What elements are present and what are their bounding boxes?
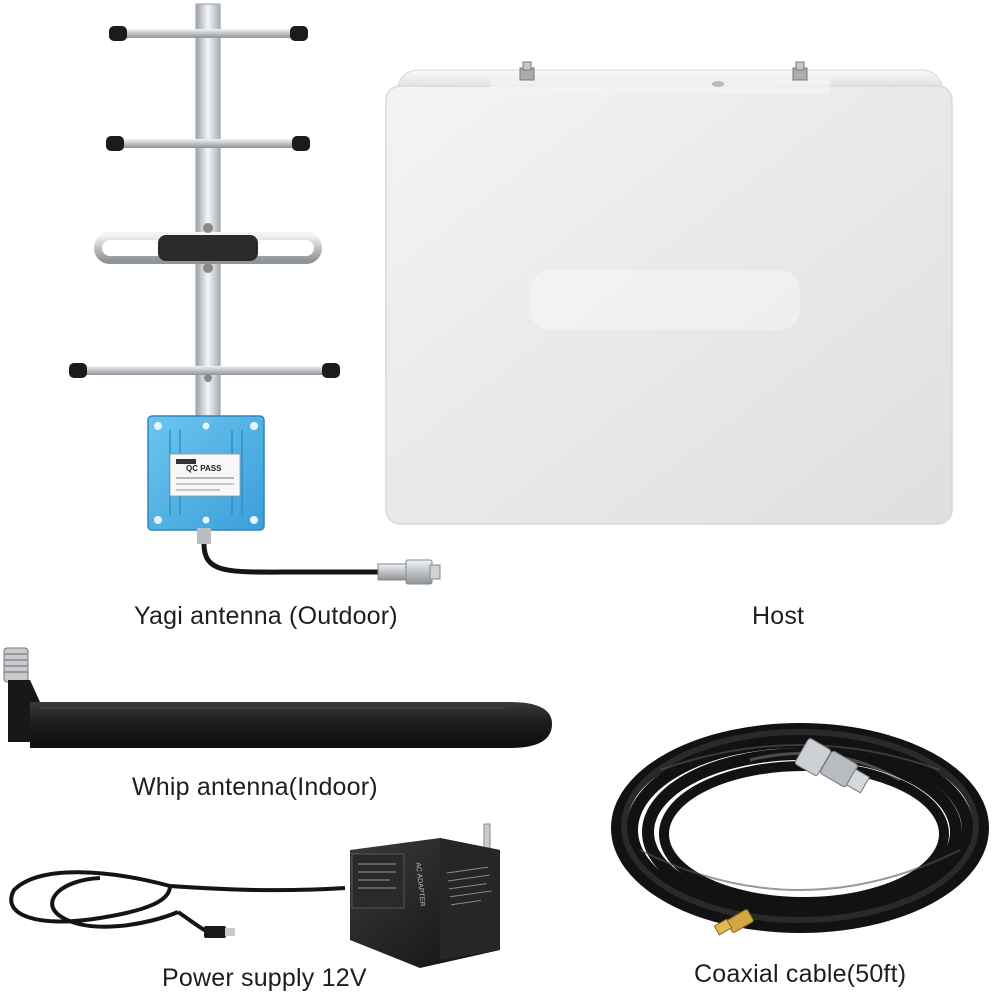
yagi-qc-badge-text: QC PASS — [186, 464, 222, 473]
power-supply-label: Power supply 12V — [162, 964, 367, 992]
host-label: Host — [752, 602, 805, 630]
whip-antenna-label: Whip antenna(Indoor) — [132, 773, 378, 801]
power-supply-image — [9, 823, 500, 968]
whip-antenna-image — [3, 647, 552, 748]
host-unit-image — [385, 61, 953, 525]
yagi-antenna-label: Yagi antenna (Outdoor) — [134, 602, 398, 630]
yagi-antenna-image — [69, 3, 441, 585]
coaxial-cable-image — [611, 723, 989, 936]
coaxial-cable-label: Coaxial cable(50ft) — [694, 960, 907, 988]
